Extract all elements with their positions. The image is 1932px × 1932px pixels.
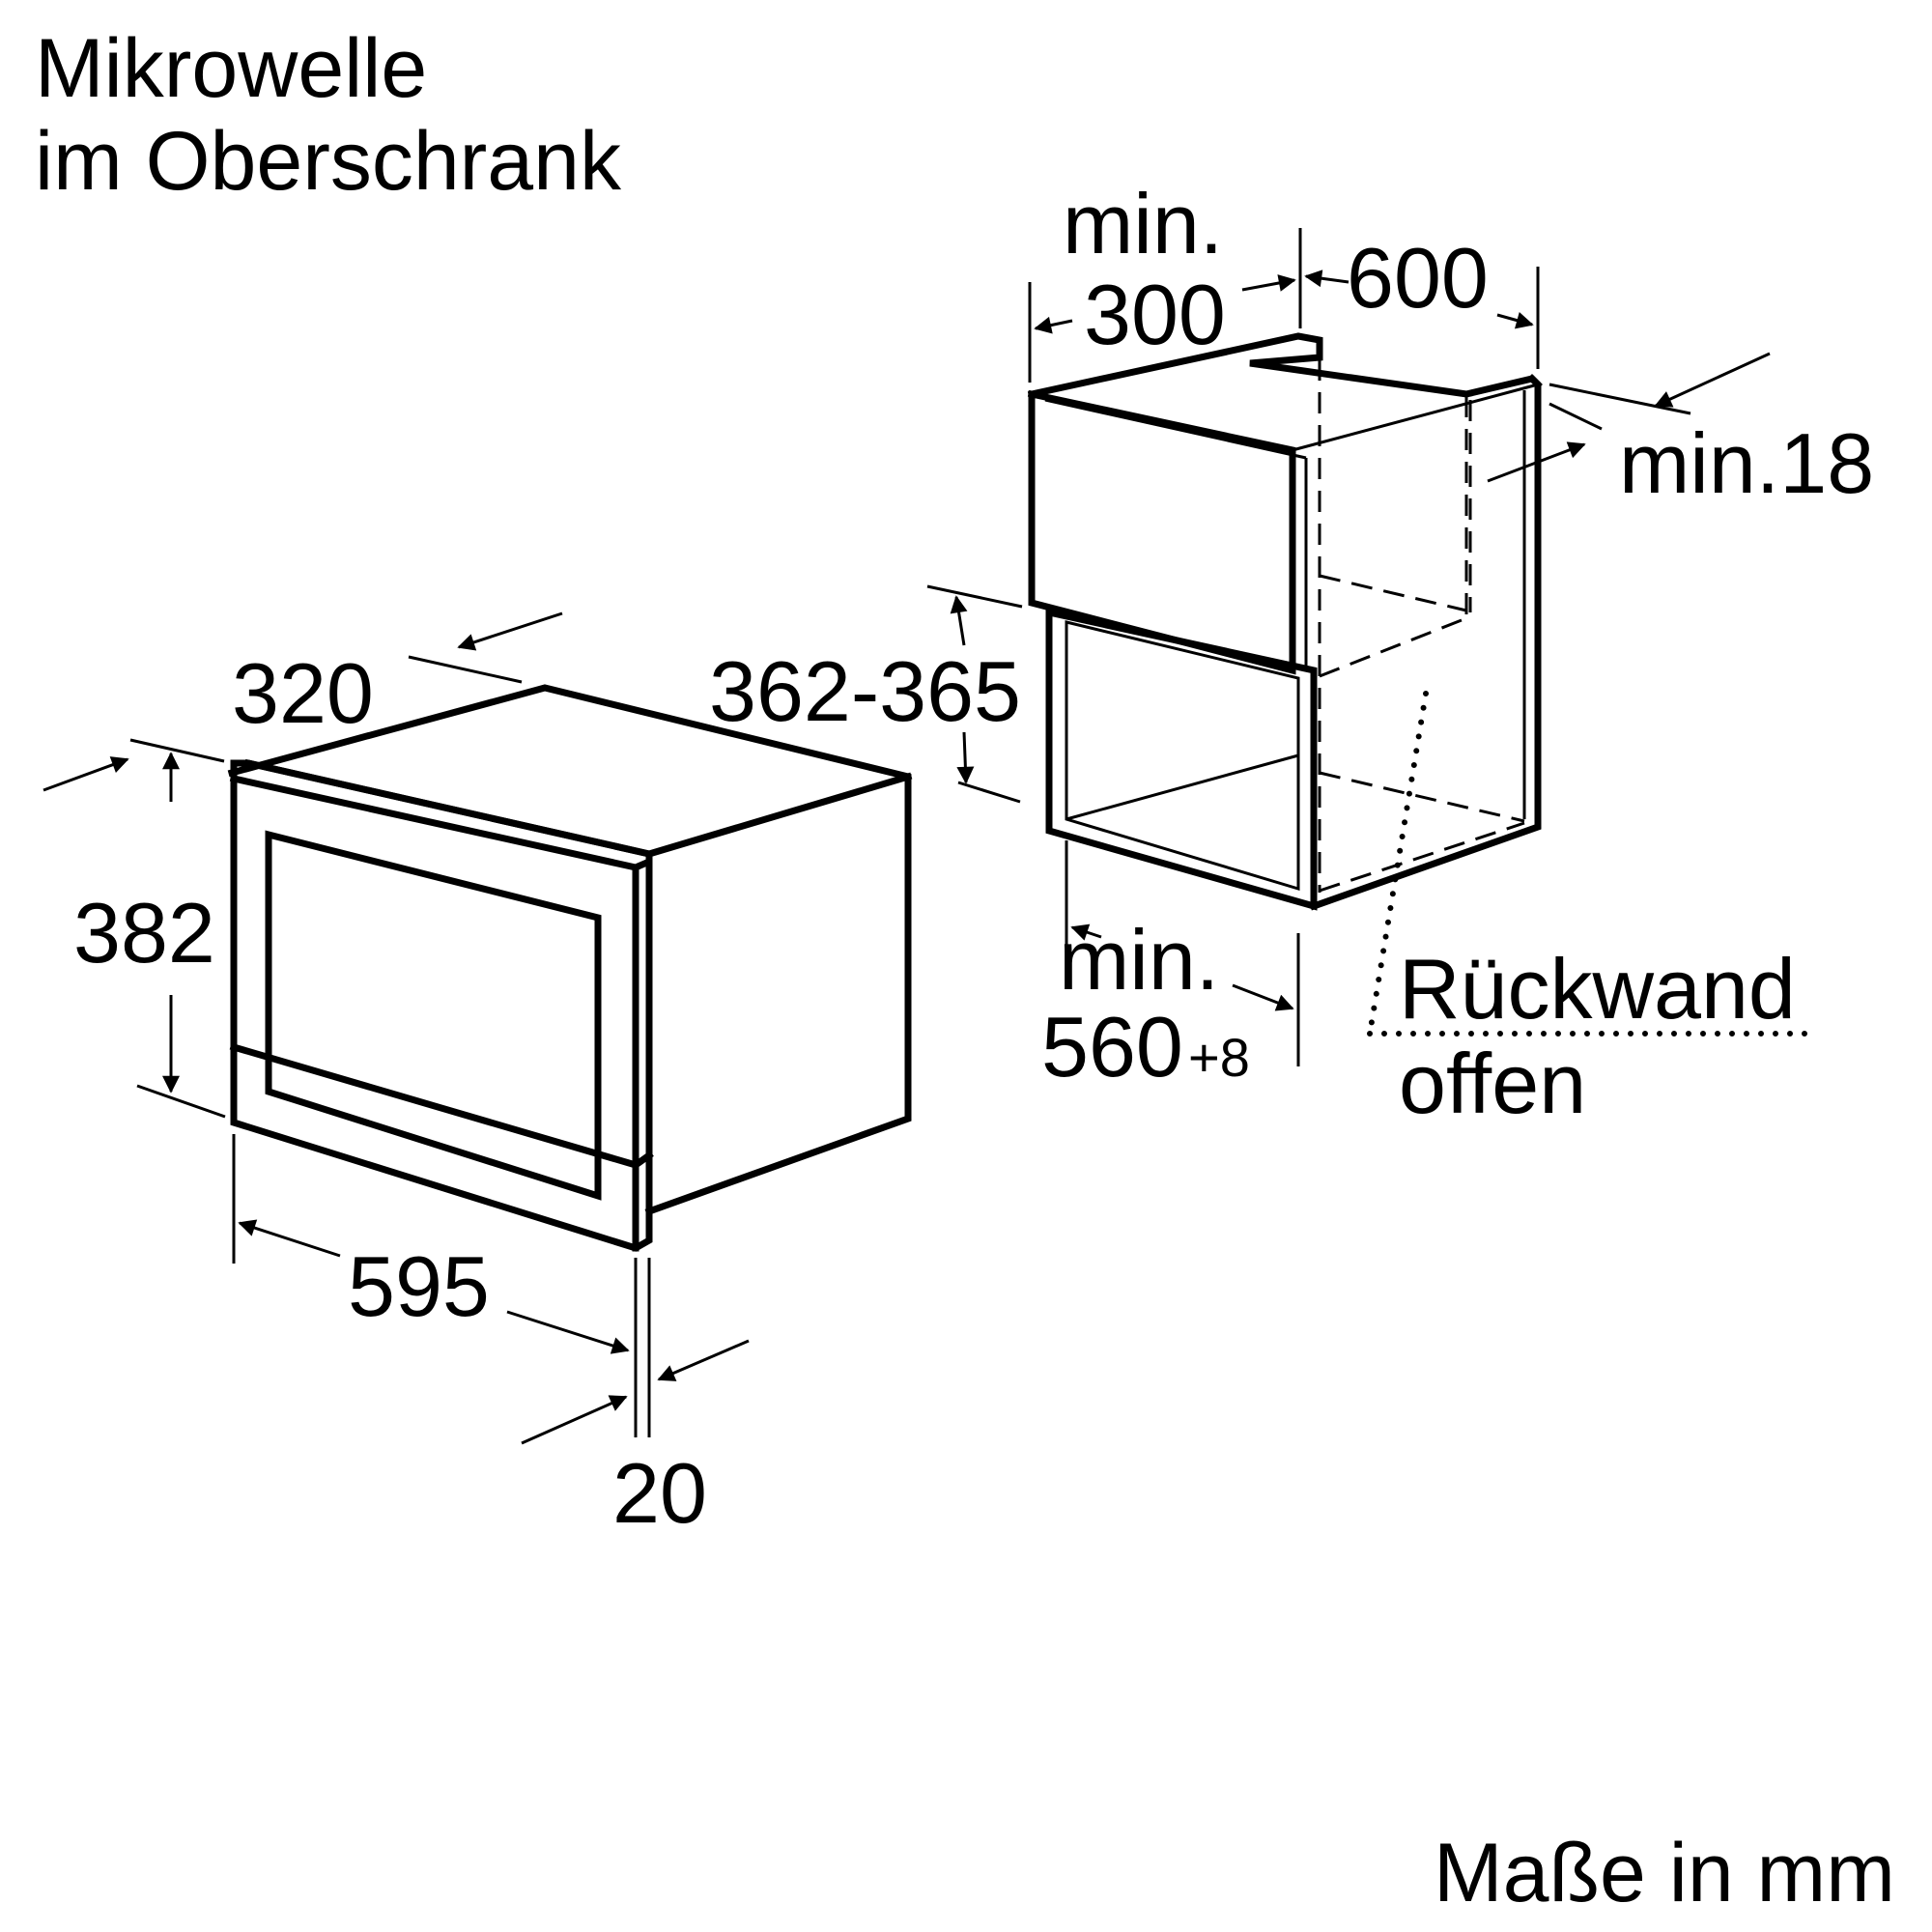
microwave-height-label: 382 bbox=[73, 885, 215, 980]
dim-min-300: min. 300 bbox=[1028, 176, 1302, 383]
niche-width-min-prefix: min. bbox=[1059, 912, 1219, 1008]
back-wall-note: Rückwand offen bbox=[1367, 941, 1821, 1131]
dim-320: 320 bbox=[43, 611, 563, 792]
microwave-depth-label: 320 bbox=[232, 645, 374, 741]
microwave-width-label: 595 bbox=[348, 1238, 490, 1334]
dim-382: 382 bbox=[73, 752, 226, 1119]
units-note: Maße in mm bbox=[1434, 1827, 1895, 1919]
dim-362-365: 362-365 bbox=[709, 584, 1023, 804]
cabinet-depth-min-prefix: min. bbox=[1063, 176, 1223, 271]
cabinet-width-label: 600 bbox=[1347, 230, 1489, 326]
dim-min-18: min.18 bbox=[1487, 352, 1874, 511]
microwave-drawing bbox=[227, 684, 913, 1252]
dim-min-560: min. 560 +8 bbox=[1041, 840, 1300, 1094]
back-wall-line-1: Rückwand bbox=[1399, 941, 1796, 1037]
title-line-1: Mikrowelle bbox=[35, 22, 427, 115]
back-wall-line-2: offen bbox=[1399, 1036, 1586, 1131]
title-line-2: im Oberschrank bbox=[35, 115, 622, 208]
niche-width-value: 560 bbox=[1041, 999, 1183, 1094]
frame-width-label: 20 bbox=[612, 1445, 707, 1541]
cabinet-depth-min-value: 300 bbox=[1084, 267, 1226, 362]
cabinet-drawing bbox=[1027, 332, 1543, 1037]
dim-595: 595 bbox=[232, 1134, 651, 1437]
niche-width-tolerance: +8 bbox=[1188, 1027, 1250, 1088]
board-thickness-label: min.18 bbox=[1619, 415, 1874, 511]
dim-600: 600 bbox=[1304, 230, 1540, 369]
dim-20: 20 bbox=[521, 1339, 750, 1541]
niche-height-label: 362-365 bbox=[709, 643, 1021, 739]
